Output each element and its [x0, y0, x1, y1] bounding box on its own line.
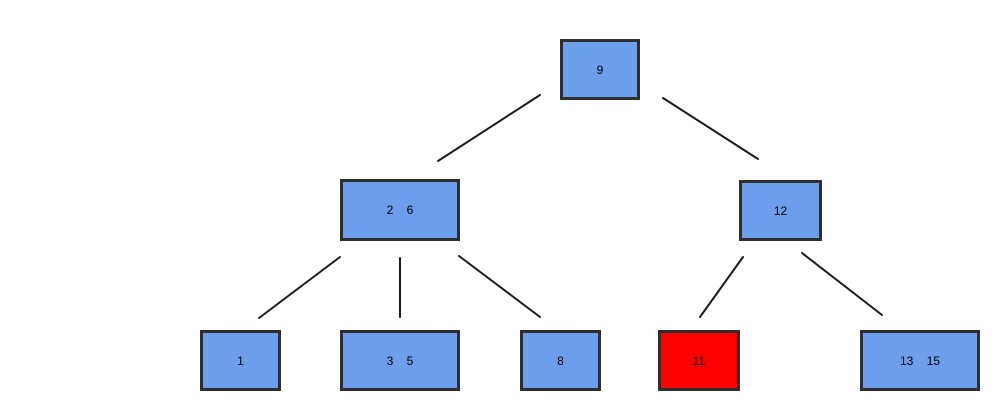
tree-edge-n2-6-n1	[258, 256, 341, 319]
tree-node-n3-5: 3 5	[340, 330, 460, 391]
node-label: 11	[692, 353, 706, 368]
tree-node-n2-6: 2 6	[340, 179, 460, 241]
tree-edge-n12-n13-15	[801, 252, 883, 316]
tree-node-n8: 8	[520, 330, 601, 391]
tree-node-n1: 1	[200, 330, 281, 391]
tree-edge-n9-n2-6	[437, 94, 541, 162]
tree-node-n9: 9	[560, 39, 640, 100]
tree-edge-n12-n11	[699, 256, 744, 318]
tree-node-n12: 12	[739, 180, 822, 241]
node-label: 8	[557, 353, 564, 368]
node-label: 2 6	[386, 203, 414, 217]
node-label: 9	[596, 62, 604, 77]
tree-node-n13-15: 13 15	[860, 330, 980, 391]
node-label: 12	[773, 203, 788, 218]
node-label: 3 5	[386, 353, 414, 368]
tree-node-n11: 11	[658, 330, 740, 391]
tree-edge-n9-n12	[662, 97, 759, 160]
node-label: 1	[237, 353, 244, 368]
node-label: 13 15	[899, 353, 941, 368]
tree-edge-n2-6-n8	[458, 255, 541, 318]
